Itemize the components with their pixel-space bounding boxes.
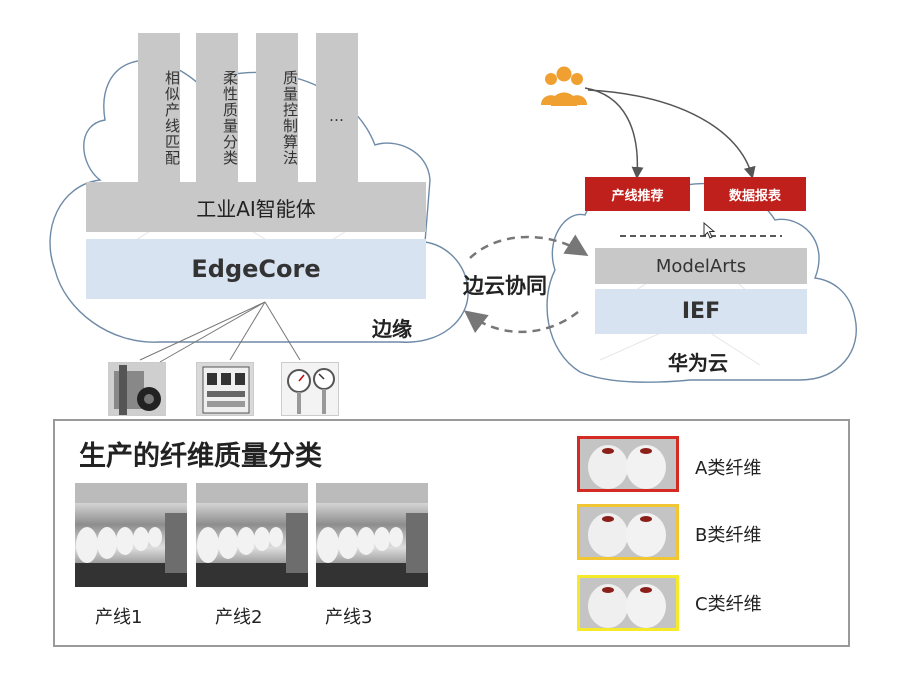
pillar-quality-control-algorithm: 质量控制算法	[256, 33, 299, 183]
sync-arrow-top	[469, 234, 589, 259]
user-arrow-right	[587, 89, 756, 179]
ief-bar: IEF	[595, 289, 807, 334]
edge-cloud-outline	[49, 59, 469, 343]
industrial-ai-agent-bar: 工业AI智能体	[86, 182, 426, 232]
fiber-class-b-image	[577, 504, 679, 560]
fiber-class-a-label: A类纤维	[695, 458, 762, 479]
pillar-flexible-quality-classification: 柔性质量分类	[196, 33, 239, 183]
user-arrow-left	[584, 87, 644, 179]
production-line-3-image	[316, 483, 428, 587]
fiber-class-b-label: B类纤维	[695, 525, 762, 546]
spinning-machine-device-image	[108, 362, 166, 416]
user-group-icon	[541, 66, 587, 106]
line-recommendation-button[interactable]: 产线推荐	[585, 177, 690, 211]
production-line-2-label: 产线2	[215, 607, 263, 628]
production-line-1-image	[75, 483, 187, 587]
modelarts-bar: ModelArts	[595, 248, 807, 284]
pillar-similar-line-matching: 相似产线匹配	[138, 33, 181, 183]
edge-cloud-sync-label: 边云协同	[463, 274, 547, 298]
sync-arrow-bottom	[464, 310, 579, 334]
fiber-class-c-label: C类纤维	[695, 594, 762, 615]
production-line-3-label: 产线3	[325, 607, 373, 628]
pillar-more: …	[316, 33, 358, 183]
fiber-class-c-image	[577, 575, 679, 631]
fiber-class-a-image	[577, 436, 679, 492]
huawei-cloud-outline	[546, 183, 857, 383]
pressure-gauge-device-image	[281, 362, 339, 416]
huawei-cloud-label: 华为云	[668, 351, 728, 375]
edge-region-label: 边缘	[372, 317, 412, 341]
panel-title: 生产的纤维质量分类	[79, 441, 322, 472]
edgecore-bar: EdgeCore	[86, 239, 426, 299]
control-cabinet-device-image	[196, 362, 254, 416]
device-connectors	[139, 301, 301, 363]
production-line-1-label: 产线1	[95, 607, 143, 628]
mouse-cursor-icon	[703, 222, 716, 239]
production-line-2-image	[196, 483, 308, 587]
data-report-button[interactable]: 数据报表	[704, 177, 806, 211]
